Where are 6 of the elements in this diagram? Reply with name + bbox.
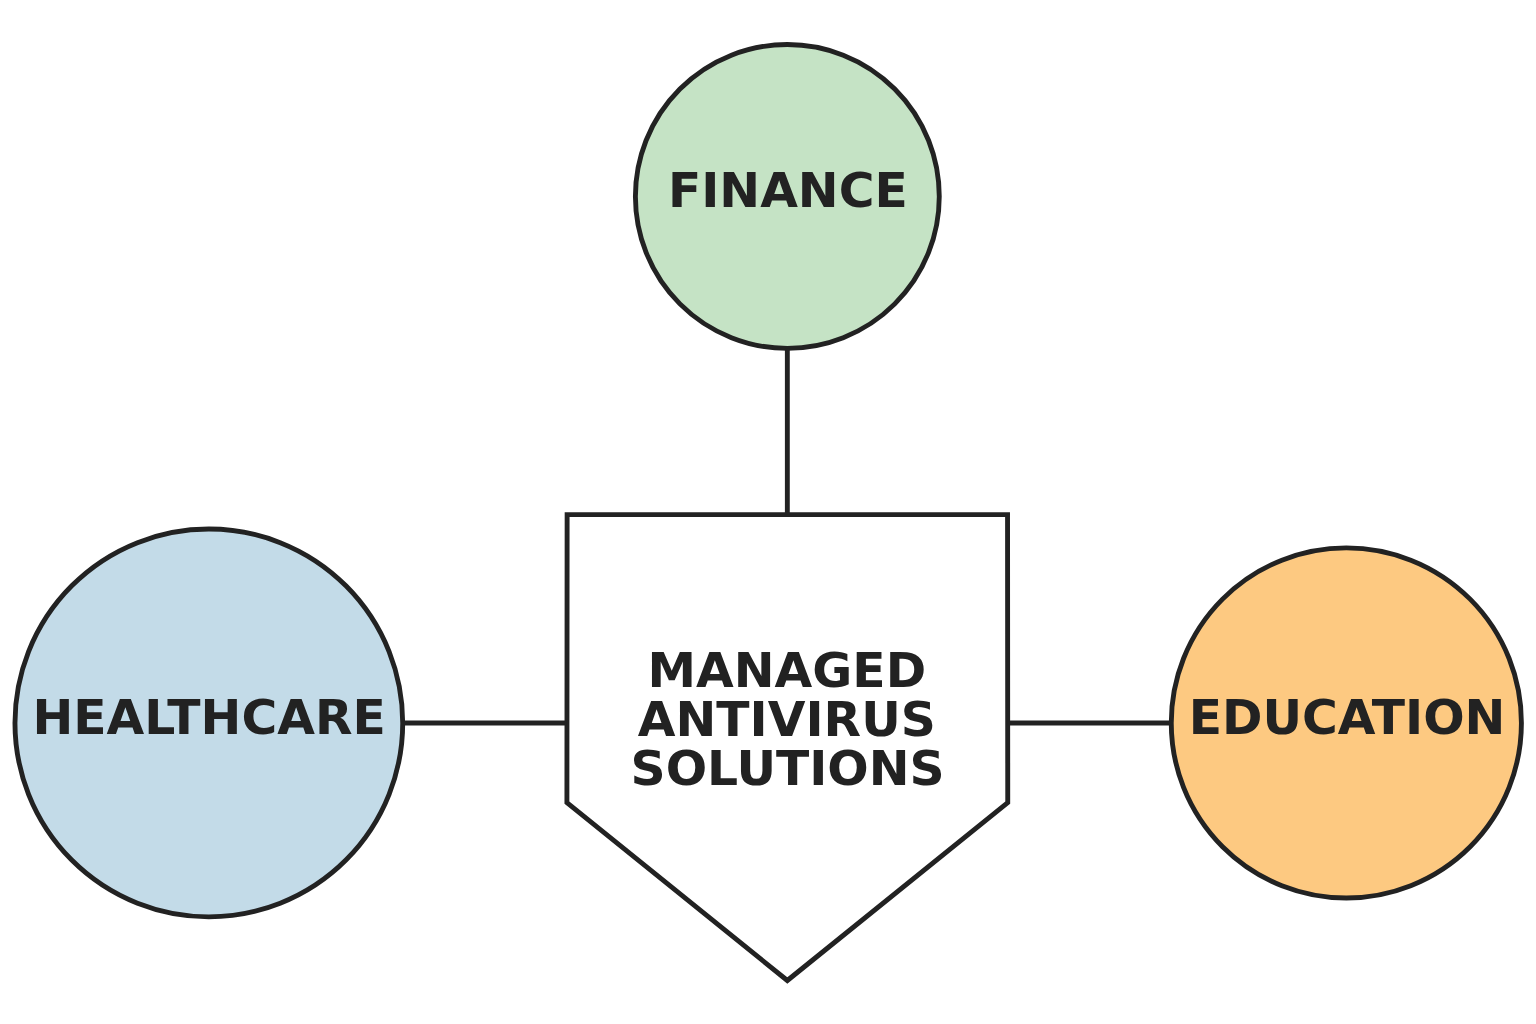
node-circle: HEALTHCARE bbox=[12, 526, 406, 919]
node-circle: FINANCE bbox=[632, 41, 942, 351]
connector bbox=[1007, 720, 1172, 725]
connector bbox=[403, 720, 567, 725]
connector bbox=[784, 348, 790, 514]
node-circle: EDUCATION bbox=[1168, 544, 1524, 900]
